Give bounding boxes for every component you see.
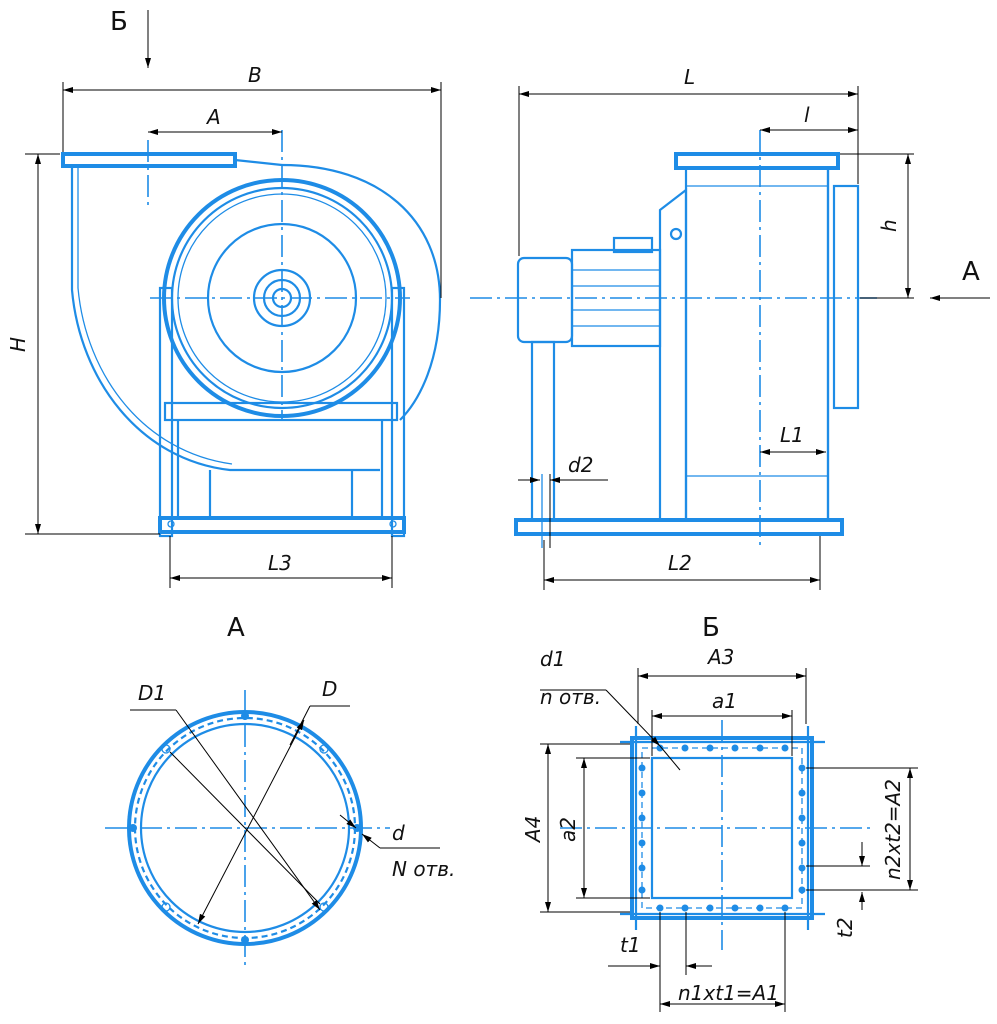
dim-L2: L2 [668, 551, 692, 575]
side-view [470, 86, 990, 590]
view-arrow-a-label: A [962, 257, 980, 287]
dim-h: h [877, 219, 901, 232]
view-arrow-b-label: Б [110, 7, 128, 37]
dim-A: A [205, 105, 221, 129]
dim-d1: d1 [540, 647, 565, 671]
dim-L1: L1 [780, 423, 804, 447]
dim-d: d [392, 821, 405, 845]
dim-D1: D1 [138, 681, 166, 705]
dim-n-holes: n отв. [540, 685, 601, 709]
view-a-title: A [227, 613, 245, 643]
dim-B: B [248, 63, 262, 87]
dim-n1t1: n1xt1=A1 [678, 981, 779, 1005]
dim-a2: a2 [556, 817, 580, 842]
dim-t2: t2 [833, 917, 857, 938]
dim-l: l [804, 103, 810, 127]
dim-L3: L3 [268, 551, 292, 575]
view-b-rect-flange [540, 668, 918, 1012]
view-a-round-flange [105, 690, 440, 970]
dim-A4: A4 [521, 816, 545, 844]
dim-N-holes: N отв. [392, 857, 455, 881]
dim-D: D [322, 677, 337, 701]
dim-a1: a1 [712, 689, 737, 713]
front-view [25, 10, 442, 588]
dim-d2: d2 [568, 453, 593, 477]
dim-A3: A3 [706, 645, 734, 669]
dim-H: H [6, 337, 30, 352]
dim-n2t2: n2xt2=A2 [881, 779, 905, 880]
view-b-title: Б [702, 613, 720, 643]
dim-t1: t1 [620, 933, 641, 957]
dim-L: L [684, 65, 695, 89]
